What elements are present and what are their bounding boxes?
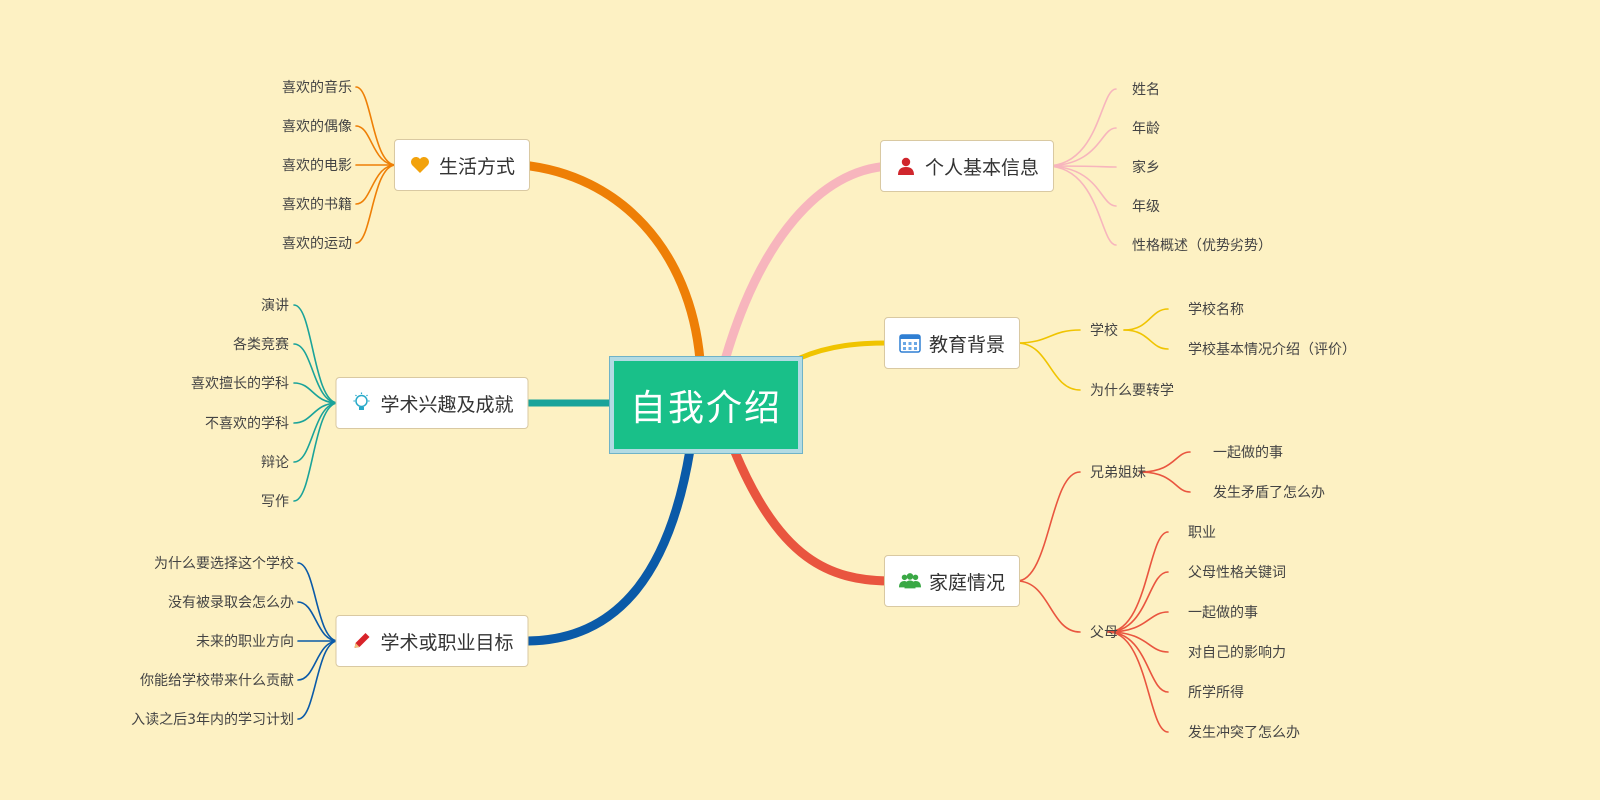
family-parent-leaf[interactable]: 所学所得 [1188, 685, 1244, 701]
goals-leaf[interactable]: 你能给学校带来什么贡献 [140, 673, 294, 689]
branch-education-label: 教育背景 [928, 333, 1006, 356]
connector-goals-leaf [297, 640, 339, 720]
personal-leaf[interactable]: 家乡 [1132, 160, 1160, 176]
life-leaf[interactable]: 喜欢的偶像 [282, 119, 352, 135]
branch-personal-node[interactable]: 个人基本信息 [879, 140, 1055, 192]
connector-academic-leaf [293, 343, 339, 404]
connector-parent-leaf [1107, 571, 1169, 633]
branch-goals-node[interactable]: 学术或职业目标 [335, 615, 529, 667]
connector-education-sub [1016, 342, 1081, 391]
connector-personal-leaf [1045, 165, 1117, 246]
connector-parent-leaf [1107, 631, 1169, 693]
personal-leaf[interactable]: 姓名 [1132, 82, 1160, 98]
connector-parent-leaf [1107, 531, 1169, 633]
education-school[interactable]: 学校 [1090, 323, 1118, 339]
connector-parent-leaf [1107, 631, 1169, 653]
group-icon [898, 570, 921, 592]
person-icon [895, 155, 917, 177]
connector-life-leaf [355, 164, 397, 205]
connector-parent-leaf [1107, 631, 1169, 733]
connector-academic-leaf [293, 382, 339, 404]
goals-leaf[interactable]: 未来的职业方向 [196, 634, 294, 650]
root-label: 自我介绍 [629, 388, 782, 429]
family-parent-leaf[interactable]: 一起做的事 [1188, 605, 1258, 621]
personal-leaf[interactable]: 性格概述（优势劣势） [1132, 238, 1272, 254]
branch-family-node[interactable]: 家庭情况 [883, 555, 1021, 607]
connector-academic-leaf [293, 402, 339, 463]
academic-leaf[interactable]: 不喜欢的学科 [205, 416, 289, 432]
education-school-leaf[interactable]: 学校基本情况介绍（评价） [1188, 342, 1356, 358]
lightbulb-icon [350, 392, 372, 414]
connector-goals-leaf [297, 562, 339, 642]
family-parent-leaf[interactable]: 对自己的影响力 [1188, 645, 1286, 661]
family-parent-leaf[interactable]: 父母性格关键词 [1188, 565, 1286, 581]
branch-family-label: 家庭情况 [928, 571, 1006, 594]
connector-family-sub [1016, 471, 1081, 582]
connector-life [517, 160, 705, 365]
branch-academic-node[interactable]: 学术兴趣及成就 [335, 377, 529, 429]
family-parent-leaf[interactable]: 职业 [1188, 525, 1216, 541]
life-leaf[interactable]: 喜欢的运动 [282, 236, 352, 252]
connector-education-leaf [1123, 308, 1169, 331]
personal-leaf[interactable]: 年龄 [1132, 121, 1160, 137]
heart-icon [409, 154, 431, 176]
connector-academic-leaf [293, 304, 339, 404]
connector-sibling-leaf [1139, 471, 1191, 493]
academic-leaf[interactable]: 演讲 [261, 298, 289, 314]
family-sibling-leaf[interactable]: 发生矛盾了怎么办 [1213, 485, 1325, 501]
connector-education-sub [1016, 329, 1081, 344]
connector-life-leaf [355, 164, 397, 244]
goals-leaf[interactable]: 入读之后3年内的学习计划 [131, 712, 294, 728]
personal-leaf[interactable]: 年级 [1132, 199, 1160, 215]
connector-family-sub [1016, 580, 1081, 633]
connector-parent-leaf [1107, 611, 1169, 633]
branch-life-label: 生活方式 [438, 155, 516, 178]
connector-family [730, 447, 893, 586]
family-parents[interactable]: 父母 [1090, 625, 1118, 641]
connector-life-leaf [355, 125, 397, 166]
academic-leaf[interactable]: 喜欢擅长的学科 [191, 376, 289, 392]
connector-education [797, 340, 891, 361]
family-sibling-leaf[interactable]: 一起做的事 [1213, 445, 1283, 461]
life-leaf[interactable]: 喜欢的电影 [282, 158, 352, 174]
connector-personal-leaf [1045, 165, 1117, 207]
life-leaf[interactable]: 喜欢的书籍 [282, 197, 352, 213]
connector-sibling-leaf [1139, 451, 1191, 473]
academic-leaf[interactable]: 各类竞赛 [233, 337, 289, 353]
life-leaf[interactable]: 喜欢的音乐 [282, 80, 352, 96]
academic-leaf[interactable]: 辩论 [261, 455, 289, 471]
goals-leaf[interactable]: 为什么要选择这个学校 [154, 556, 294, 572]
connector-academic-leaf [293, 402, 339, 502]
connector-goals-leaf [297, 601, 339, 642]
branch-education-node[interactable]: 教育背景 [883, 317, 1021, 369]
connector-personal-leaf [1045, 88, 1117, 167]
connector-personal [720, 161, 894, 365]
root-node[interactable]: 自我介绍 [609, 356, 803, 454]
connector-personal-leaf [1045, 127, 1117, 167]
branch-academic-label: 学术兴趣及成就 [380, 393, 514, 416]
education-why-transfer[interactable]: 为什么要转学 [1090, 383, 1174, 399]
branch-personal-label: 个人基本信息 [924, 156, 1040, 179]
family-parent-leaf[interactable]: 发生冲突了怎么办 [1188, 725, 1300, 741]
goals-leaf[interactable]: 没有被录取会怎么办 [168, 595, 294, 611]
calendar-icon [899, 332, 921, 354]
branch-goals-label: 学术或职业目标 [380, 631, 514, 654]
branch-life-node[interactable]: 生活方式 [393, 139, 531, 191]
connector-goals [523, 445, 695, 646]
connector-personal-leaf [1045, 165, 1117, 168]
family-siblings[interactable]: 兄弟姐妹 [1090, 465, 1146, 481]
connector-education-leaf [1123, 329, 1169, 350]
connector-life-leaf [355, 86, 397, 166]
education-school-leaf[interactable]: 学校名称 [1188, 302, 1244, 318]
academic-leaf[interactable]: 写作 [261, 494, 289, 510]
pencil-icon [350, 630, 372, 652]
